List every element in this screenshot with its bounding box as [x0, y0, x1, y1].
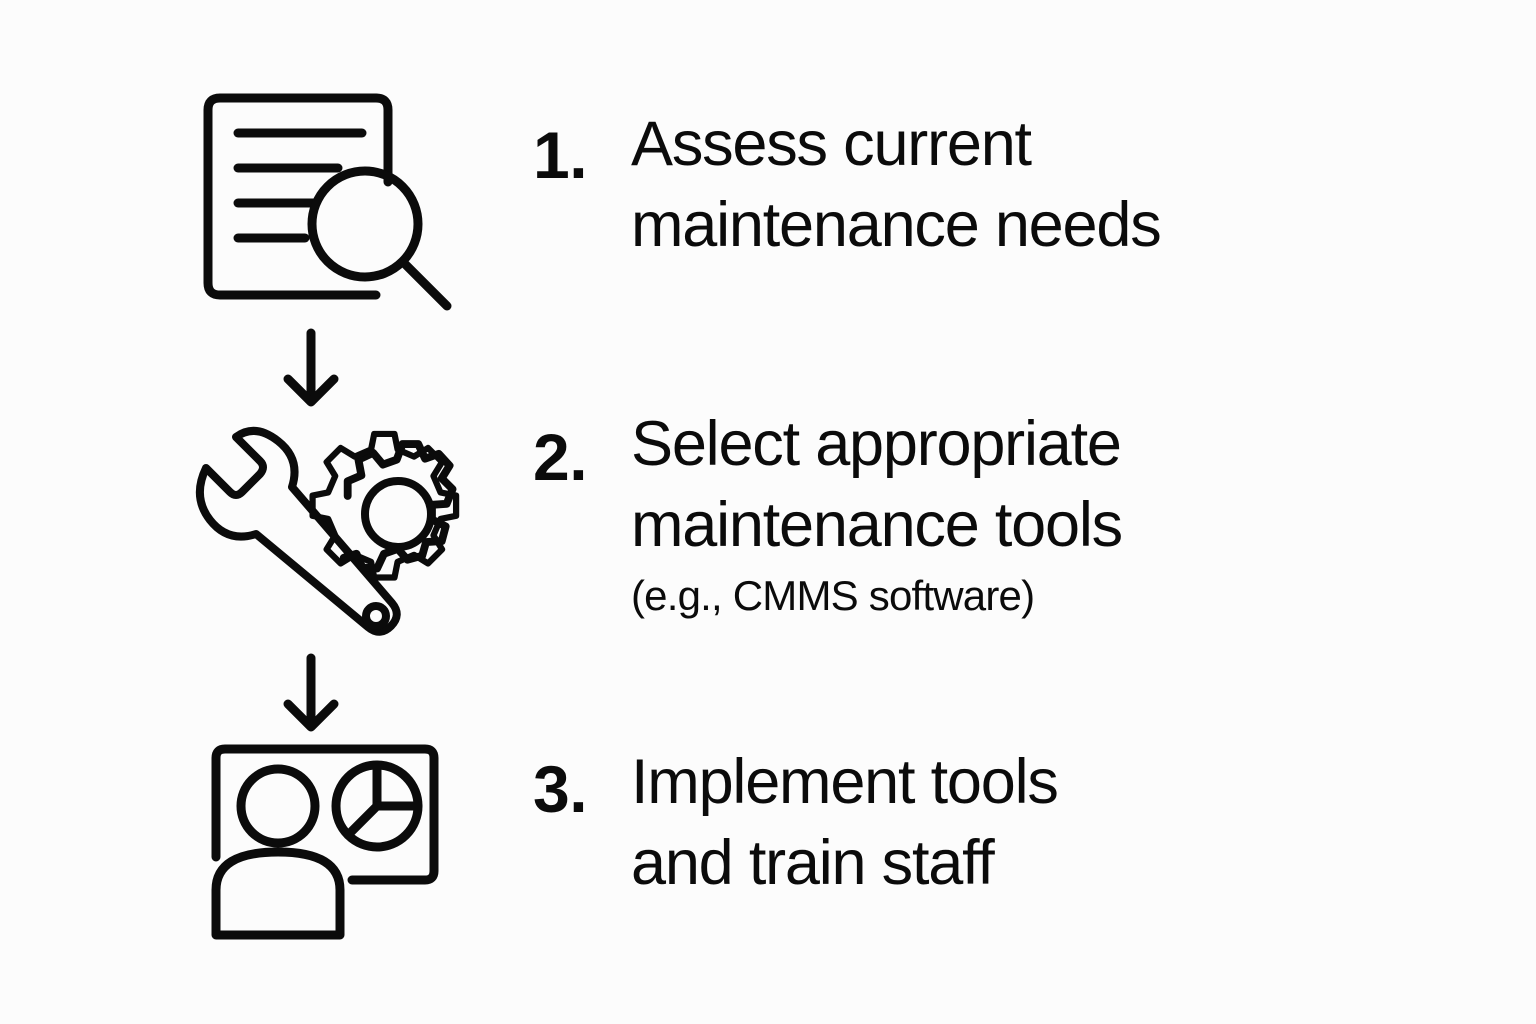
presentation-person-chart-icon: [190, 735, 470, 950]
step-2-subtitle: (e.g., CMMS software): [631, 572, 1035, 620]
arrow-step1-to-step2: [270, 325, 360, 415]
document-search-icon: [190, 70, 470, 320]
arrow-step2-to-step3: [270, 650, 360, 740]
step-3-body: Implement tools and train staff: [631, 742, 1363, 903]
step-1-body: Assess current maintenance needs: [631, 104, 1363, 265]
step-1-number: 1.: [533, 118, 588, 192]
step-2-body: Select appropriate maintenance tools (e.…: [631, 404, 1363, 622]
step-3-title: Implement tools and train staff: [631, 747, 1059, 898]
step-1-text-block: 1. Assess current maintenance needs: [533, 104, 1363, 265]
step-2-number: 2.: [533, 420, 588, 494]
wrench-gear-icon: [190, 405, 470, 636]
step-2-title: Select appropriate maintenance tools: [631, 409, 1123, 560]
step-3-text-block: 3. Implement tools and train staff: [533, 742, 1363, 903]
step-1-title: Assess current maintenance needs: [631, 109, 1162, 260]
step-3-number: 3.: [533, 752, 588, 826]
step-2-text-block: 2. Select appropriate maintenance tools …: [533, 404, 1363, 622]
